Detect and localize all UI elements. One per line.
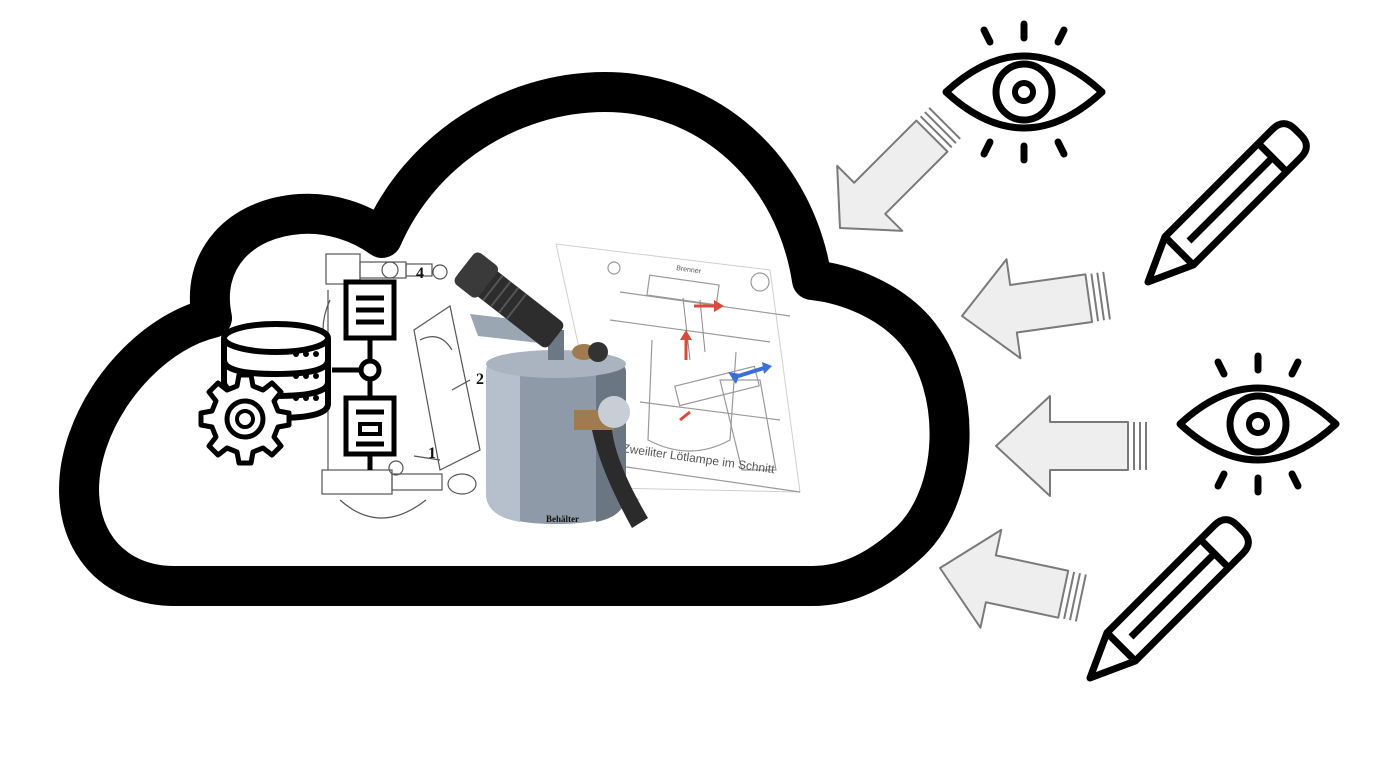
pencil-icon (1144, 120, 1310, 286)
pencil-icon (1086, 516, 1252, 682)
arrow-into-cloud-1 (836, 107, 961, 232)
drawing-label-2: 2 (476, 371, 484, 388)
drawing-label-1: 1 (428, 445, 436, 462)
eye-icon (942, 20, 1106, 164)
database-gear-icon (198, 321, 331, 466)
arrow-into-cloud-3 (995, 395, 1147, 497)
blow-lamp-3d-model: Behälter (454, 252, 648, 528)
sheet-label-brenner: Brenner (676, 265, 702, 275)
lamp-base-plate-text: Behälter (546, 514, 579, 524)
eye-icon (1176, 352, 1340, 496)
technical-drawing-collage: Brenner Zweiliter Lötlampe im Schnitt 4 … (198, 243, 801, 528)
drawing-label-4: 4 (416, 265, 424, 282)
arrow-into-cloud-2 (961, 258, 1111, 360)
flowchart-icon (332, 279, 397, 470)
arrow-into-cloud-4 (939, 528, 1087, 629)
arrow-icon (836, 107, 1147, 629)
